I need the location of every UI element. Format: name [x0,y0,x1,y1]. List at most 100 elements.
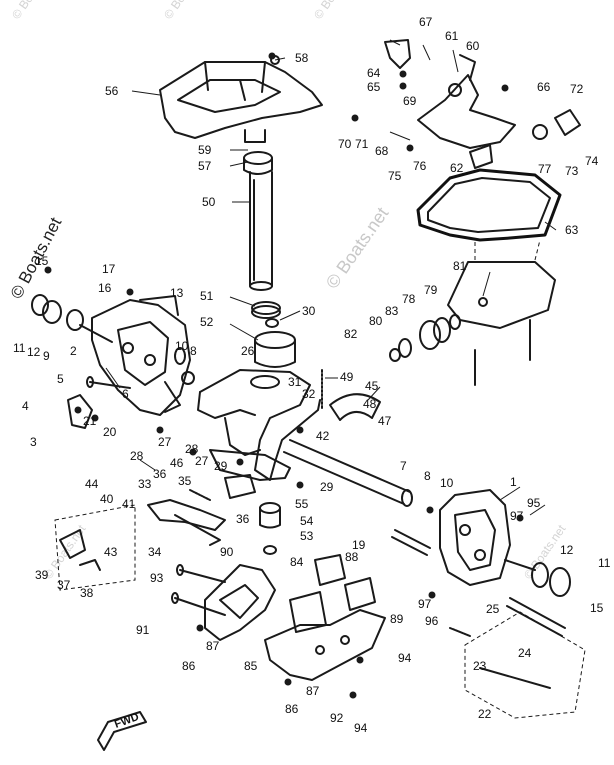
callout-6: 6 [122,387,129,401]
lower-mount-bracket [264,609,386,681]
callout-92: 92 [330,711,344,725]
tilt-tube [283,439,413,507]
mount-90 [204,564,276,641]
leader-lines [105,39,557,516]
callout-49: 49 [340,370,354,384]
callout-94: 94 [354,721,368,735]
callout-35: 35 [178,474,192,488]
callout-67: 67 [419,15,433,29]
callout-70: 70 [338,137,352,151]
callout-74: 74 [585,154,599,168]
callout-86: 86 [182,659,196,673]
callout-94b: 94 [398,651,412,665]
watermark-repeat: © Boats.net [322,204,392,293]
callout-81: 81 [453,259,467,273]
ring-51 [251,301,281,315]
callout-64: 64 [367,66,381,80]
callout-10b: 10 [440,476,454,490]
callout-28b: 28 [185,442,199,456]
callout-80: 80 [369,314,383,328]
callout-31: 31 [288,375,302,389]
callout-71: 71 [355,137,369,151]
callout-16: 16 [98,281,112,295]
callout-68: 68 [375,144,389,158]
callout-45: 45 [365,379,379,393]
callout-93: 93 [150,571,164,585]
callout-9: 9 [43,349,50,363]
gasket [416,168,562,242]
callout-88: 88 [345,550,359,564]
callout-18: 15 [590,601,604,615]
callout-56: 56 [105,84,119,98]
callout-8b: 8 [424,469,431,483]
callout-1: 1 [510,475,517,489]
callout-10: 10 [175,339,189,353]
group-box-22 [464,611,586,719]
callout-83: 83 [385,304,399,318]
callout-86b: 86 [285,702,299,716]
callout-2: 2 [70,344,77,358]
callout-29b: 29 [320,480,334,494]
callout-37: 37 [57,578,71,592]
callout-51: 51 [200,289,214,303]
callout-3: 3 [30,435,37,449]
callout-89: 89 [390,612,404,626]
small-fasteners [44,52,524,699]
bushing-stack [259,502,281,555]
callout-76: 76 [413,159,427,173]
callout-54: 54 [300,514,314,528]
callout-36: 36 [153,467,167,481]
callout-87b: 87 [306,684,320,698]
swivel-bracket [197,369,321,481]
callout-27b: 27 [195,454,209,468]
callout-50: 50 [202,195,216,209]
callout-29: 29 [214,459,228,473]
callout-90: 90 [220,545,234,559]
callout-28: 28 [130,449,144,463]
callout-17: 17 [102,262,116,276]
callout-66: 66 [537,80,551,94]
clamp-knob-left [31,294,113,343]
bolt-91 [174,597,226,616]
steering-cap [243,151,273,165]
bolt-93 [179,569,226,583]
callout-87: 87 [206,639,220,653]
callout-47: 47 [378,414,392,428]
callout-19: 19 [352,538,366,552]
callout-44: 44 [85,477,99,491]
watermark-repeat: © Boats.net [311,0,359,22]
callout-65: 65 [367,80,381,94]
callout-43: 43 [104,545,118,559]
callout-8: 8 [190,344,197,358]
callout-75: 75 [388,169,402,183]
callout-63: 63 [565,223,579,237]
callout-11: 11 [13,341,26,355]
callout-7: 7 [400,459,407,473]
callout-61: 61 [445,29,459,43]
callout-85: 85 [244,659,258,673]
callout-97b: 97 [418,597,432,611]
clamp-bracket-right [439,489,511,586]
callout-58: 58 [295,51,309,65]
steering-shaft [249,171,273,291]
group-box-44 [54,504,136,591]
callout-labels: 56 58 59 57 50 51 52 30 26 31 32 49 45 4… [13,15,611,735]
callout-26: 26 [241,344,255,358]
callout-22: 22 [478,707,492,721]
callout-84: 84 [290,555,304,569]
callout-82: 82 [344,327,358,341]
tilt-lever-parts [59,474,256,571]
callout-59: 59 [198,143,212,157]
rod-23 [479,667,551,689]
callout-73: 73 [565,164,579,178]
upper-right-bracket [384,39,516,169]
watermark-repeat: © Boats.net [9,0,57,22]
callout-97: 97 [510,509,524,523]
callout-11b: 11 [598,556,611,570]
callout-60: 60 [466,39,480,53]
callout-40: 40 [100,492,114,506]
callout-69: 69 [403,94,417,108]
clamp-knob-right [504,559,571,597]
callout-79: 79 [424,283,438,297]
